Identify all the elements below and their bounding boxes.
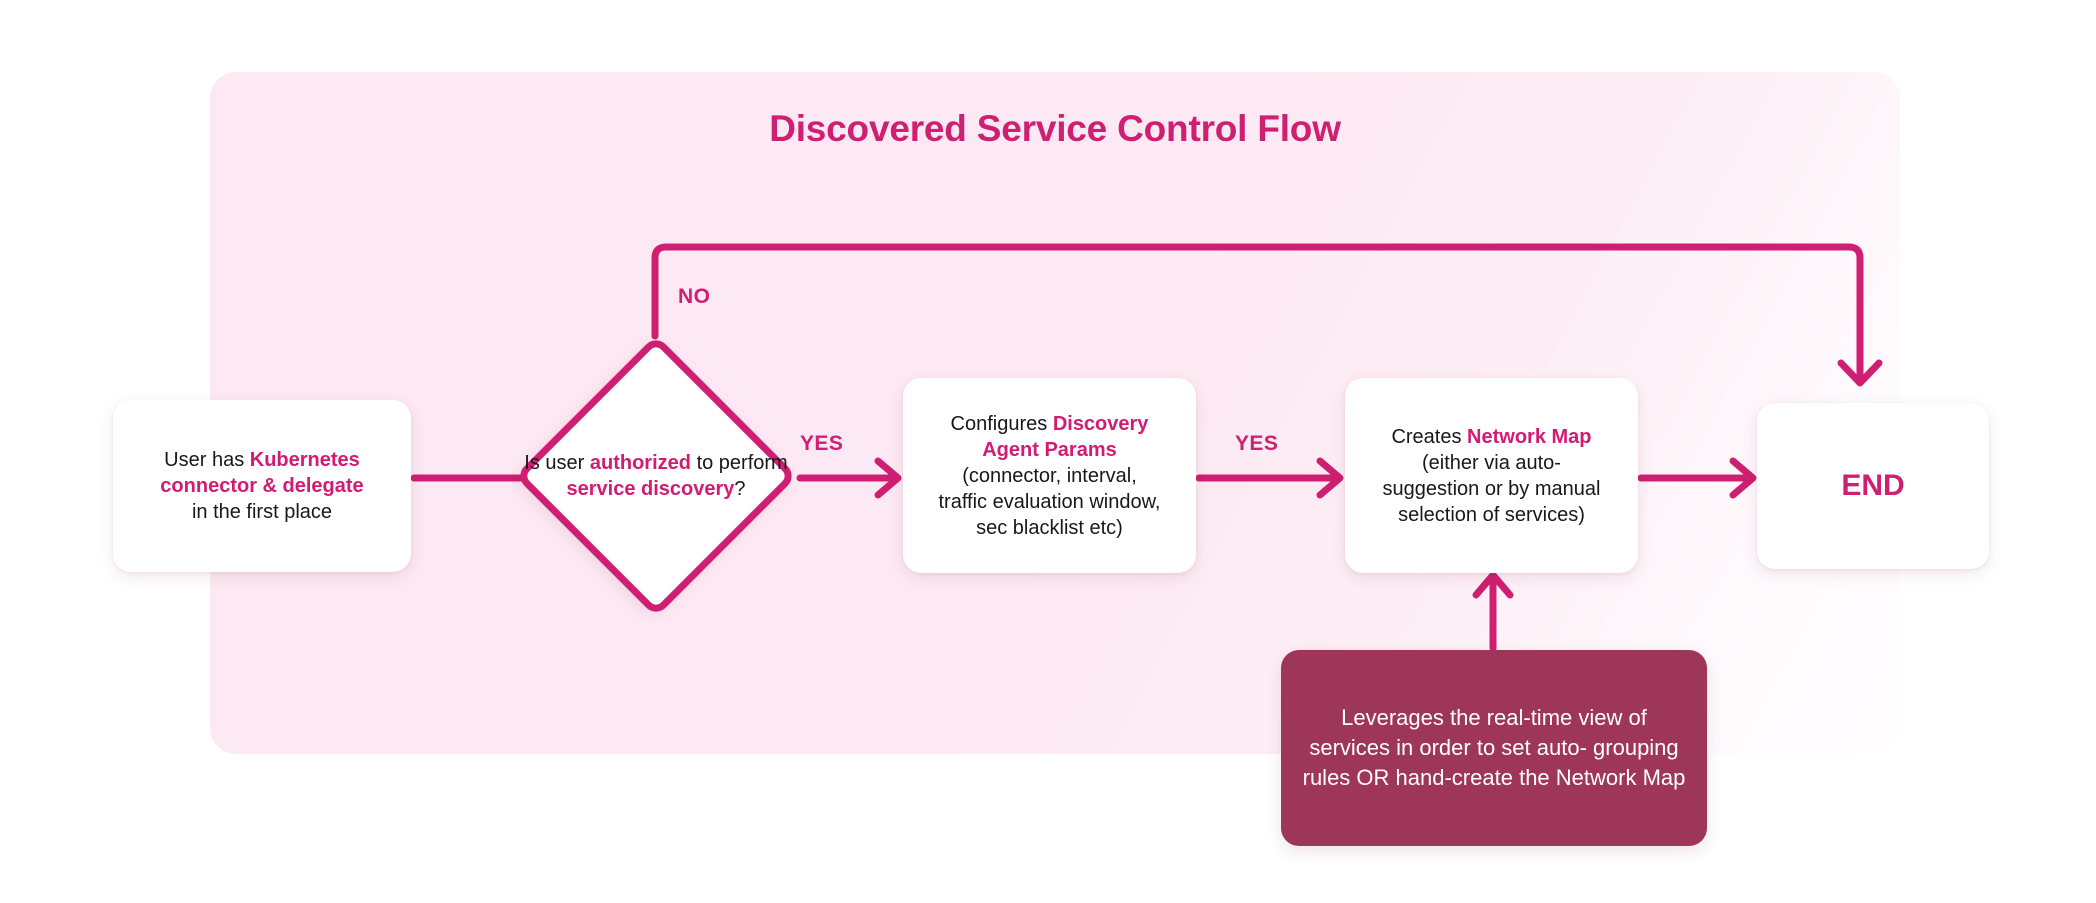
node-callout-note[interactable]: Leverages the real-time view of services… [1281,650,1707,846]
node-netmap-line-1: Creates Network Map [1391,425,1592,448]
node-start-line-2: connector & delegate [160,475,364,497]
node-params-line-1: Configures Discovery [950,412,1149,435]
node-start-line-3: in the first place [191,501,333,523]
node-params-text: Configures Discovery Agent Params (conne… [939,411,1161,541]
node-configure-discovery-agent-params[interactable]: Configures Discovery Agent Params (conne… [903,378,1196,573]
node-decision-line-2: authorized [589,452,691,474]
node-start-process[interactable]: User has Kubernetes connector & delegate… [113,400,411,572]
node-params-line-2: Agent Params [982,438,1117,461]
node-decision-authorized[interactable]: Is user authorized to perform service di… [514,334,798,618]
node-callout-text: Leverages the real-time view of services… [1299,703,1689,793]
node-netmap-text: Creates Network Map (either via auto- su… [1383,424,1601,528]
node-end-terminator[interactable]: END [1757,403,1989,569]
node-start-text: User has Kubernetes connector & delegate… [160,447,363,525]
node-params-line-4: traffic evaluation window, [938,490,1161,513]
node-params-line-3: (connector, interval, [962,464,1137,487]
edge-label-yes-2: YES [1235,432,1279,455]
edge-label-yes-1: YES [800,432,844,455]
node-netmap-line-2: (either via auto- [1422,451,1561,474]
node-callout-line-1: Leverages the real-time view of [1341,705,1647,730]
node-params-line-5: sec blacklist etc) [976,516,1123,539]
node-callout-line-4: the Network Map [1519,765,1686,790]
node-start-line-1: User has Kubernetes [164,449,360,471]
node-decision-text: Is user authorized to perform service di… [518,338,794,614]
node-callout-line-3: grouping rules OR hand-create [1302,735,1679,790]
node-decision-line-4: service discovery? [566,478,746,500]
node-netmap-line-4: selection of services) [1398,503,1585,526]
node-decision-line-1: Is user [524,452,585,474]
page-title: Discovered Service Control Flow [769,108,1341,149]
edge-label-no: NO [678,285,711,308]
node-callout-line-2: services in order to set auto- [1309,735,1587,760]
node-decision-line-3: to perform [696,452,788,474]
node-create-network-map[interactable]: Creates Network Map (either via auto- su… [1345,378,1638,573]
node-netmap-line-3: suggestion or by manual [1382,477,1601,500]
